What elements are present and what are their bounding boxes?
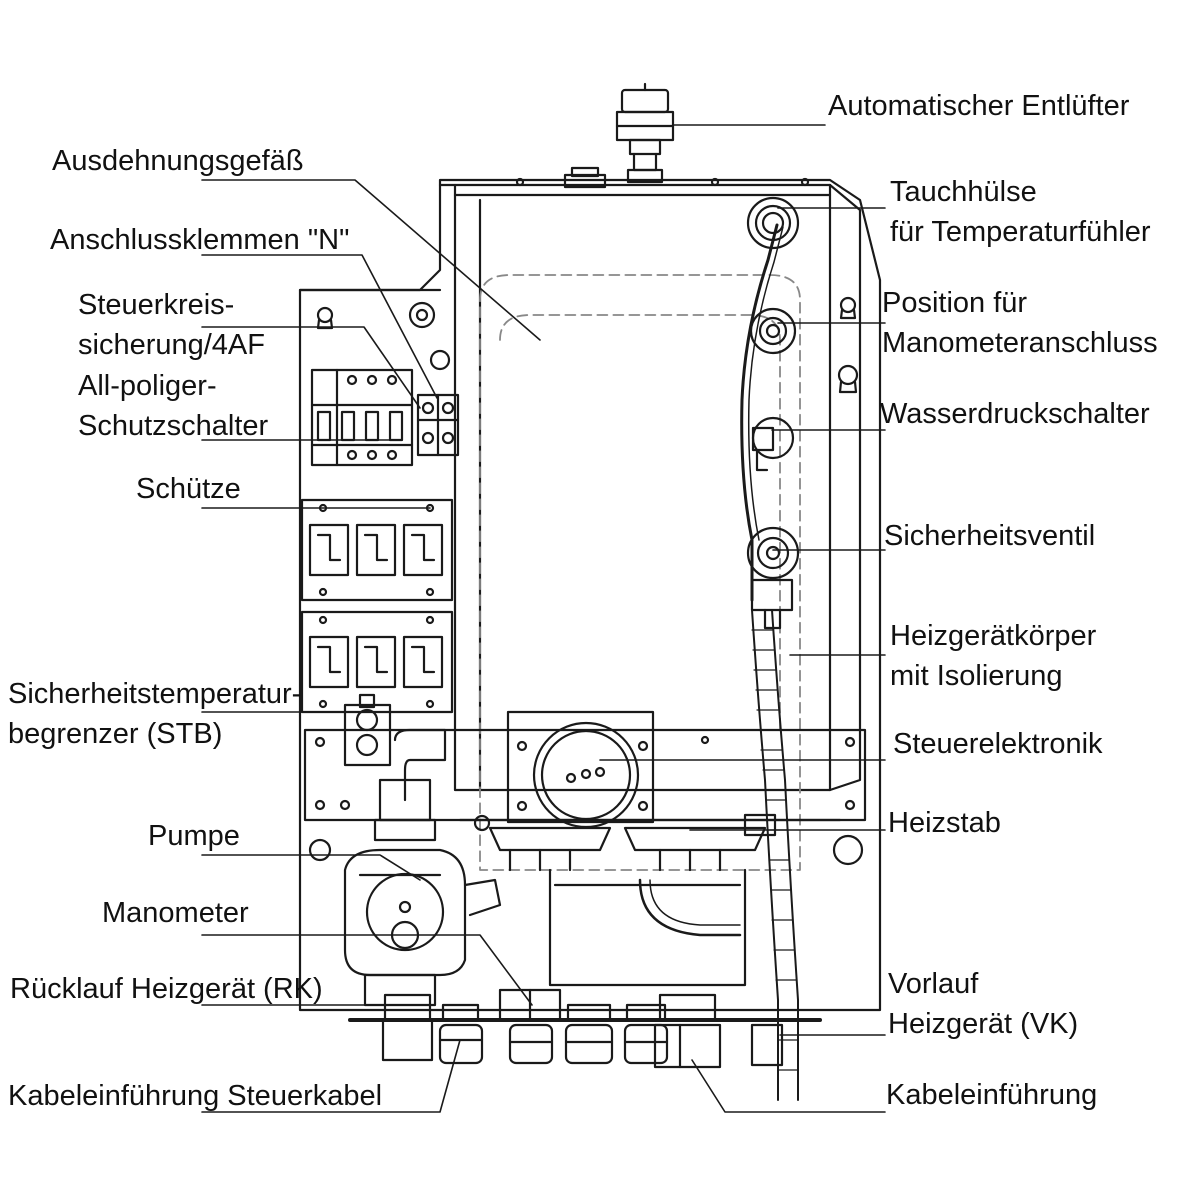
label-kabeleinfuehrung-steuerkabel: Kabeleinführung Steuerkabel (8, 1080, 383, 1112)
label-vorlauf: Vorlauf Heizgerät (VK) (888, 968, 1079, 1040)
leader-lines (201, 124, 886, 1113)
cable-conduit (751, 609, 799, 1101)
contactor-group-lower (300, 610, 454, 714)
label-position-manometeranschluss: Position für Manometeranschluss (882, 287, 1158, 359)
heating-element (458, 813, 842, 872)
keyhole-right-icon (839, 296, 857, 320)
label-sicherheitsventil: Sicherheitsventil (884, 520, 1096, 552)
label-automatischer-entluefter: Automatischer Entlüfter (828, 90, 1130, 122)
label-schuetze: Schütze (136, 473, 241, 505)
terminal-block (416, 393, 460, 457)
cable-gland-1 (508, 1023, 554, 1065)
keyhole-left-icon (316, 306, 334, 330)
mount-hole (832, 834, 864, 866)
mount-hole (429, 349, 451, 371)
pressure-switch (751, 416, 795, 472)
label-steuerkreissicherung: Steuerkreis- sicherung/4AF (78, 289, 265, 361)
keyhole-right2-icon (837, 364, 859, 394)
pump (343, 848, 502, 1007)
label-pumpe: Pumpe (148, 820, 240, 852)
sensor-tube (740, 223, 779, 602)
air-vent (615, 82, 675, 184)
label-ausdehnungsgefaess: Ausdehnungsgefäß (52, 145, 304, 177)
cable-gland-3 (623, 1003, 669, 1065)
return-connection (381, 993, 434, 1062)
return-pipe (373, 728, 447, 842)
label-allpoliger-schutzschalter: All-poliger- Schutzschalter (78, 370, 269, 442)
wiring-box (548, 868, 747, 987)
mount-hole (308, 838, 332, 862)
label-wasserdruckschalter: Wasserdruckschalter (880, 398, 1150, 430)
label-ruecklauf: Rücklauf Heizgerät (RK) (10, 973, 323, 1005)
label-manometer: Manometer (102, 897, 249, 929)
mount-hole (408, 301, 436, 329)
label-heizstab: Heizstab (888, 807, 1001, 839)
cable-gland-2 (564, 1003, 614, 1065)
label-tauchhuelse: Tauchhülse für Temperaturfühler (890, 176, 1151, 248)
label-heizgeraetkoerper: Heizgerätkörper mit Isolierung (890, 620, 1097, 692)
manometer-port (749, 307, 797, 355)
label-kabeleinfuehrung: Kabeleinführung (886, 1079, 1098, 1111)
breaker-block (310, 368, 414, 467)
contactor-group-upper (300, 498, 454, 602)
label-steuerelektronik: Steuerelektronik (893, 728, 1103, 760)
housing-back-plate (298, 178, 882, 1012)
label-stb: Sicherheitstemperatur- begrenzer (STB) (8, 678, 302, 750)
cable-gland-control (438, 1003, 484, 1065)
flow-connection (750, 1023, 784, 1067)
label-anschlussklemmen-n: Anschlussklemmen "N" (50, 224, 350, 256)
cable-gland-main (653, 993, 722, 1069)
manometer-gauge (498, 988, 562, 1022)
